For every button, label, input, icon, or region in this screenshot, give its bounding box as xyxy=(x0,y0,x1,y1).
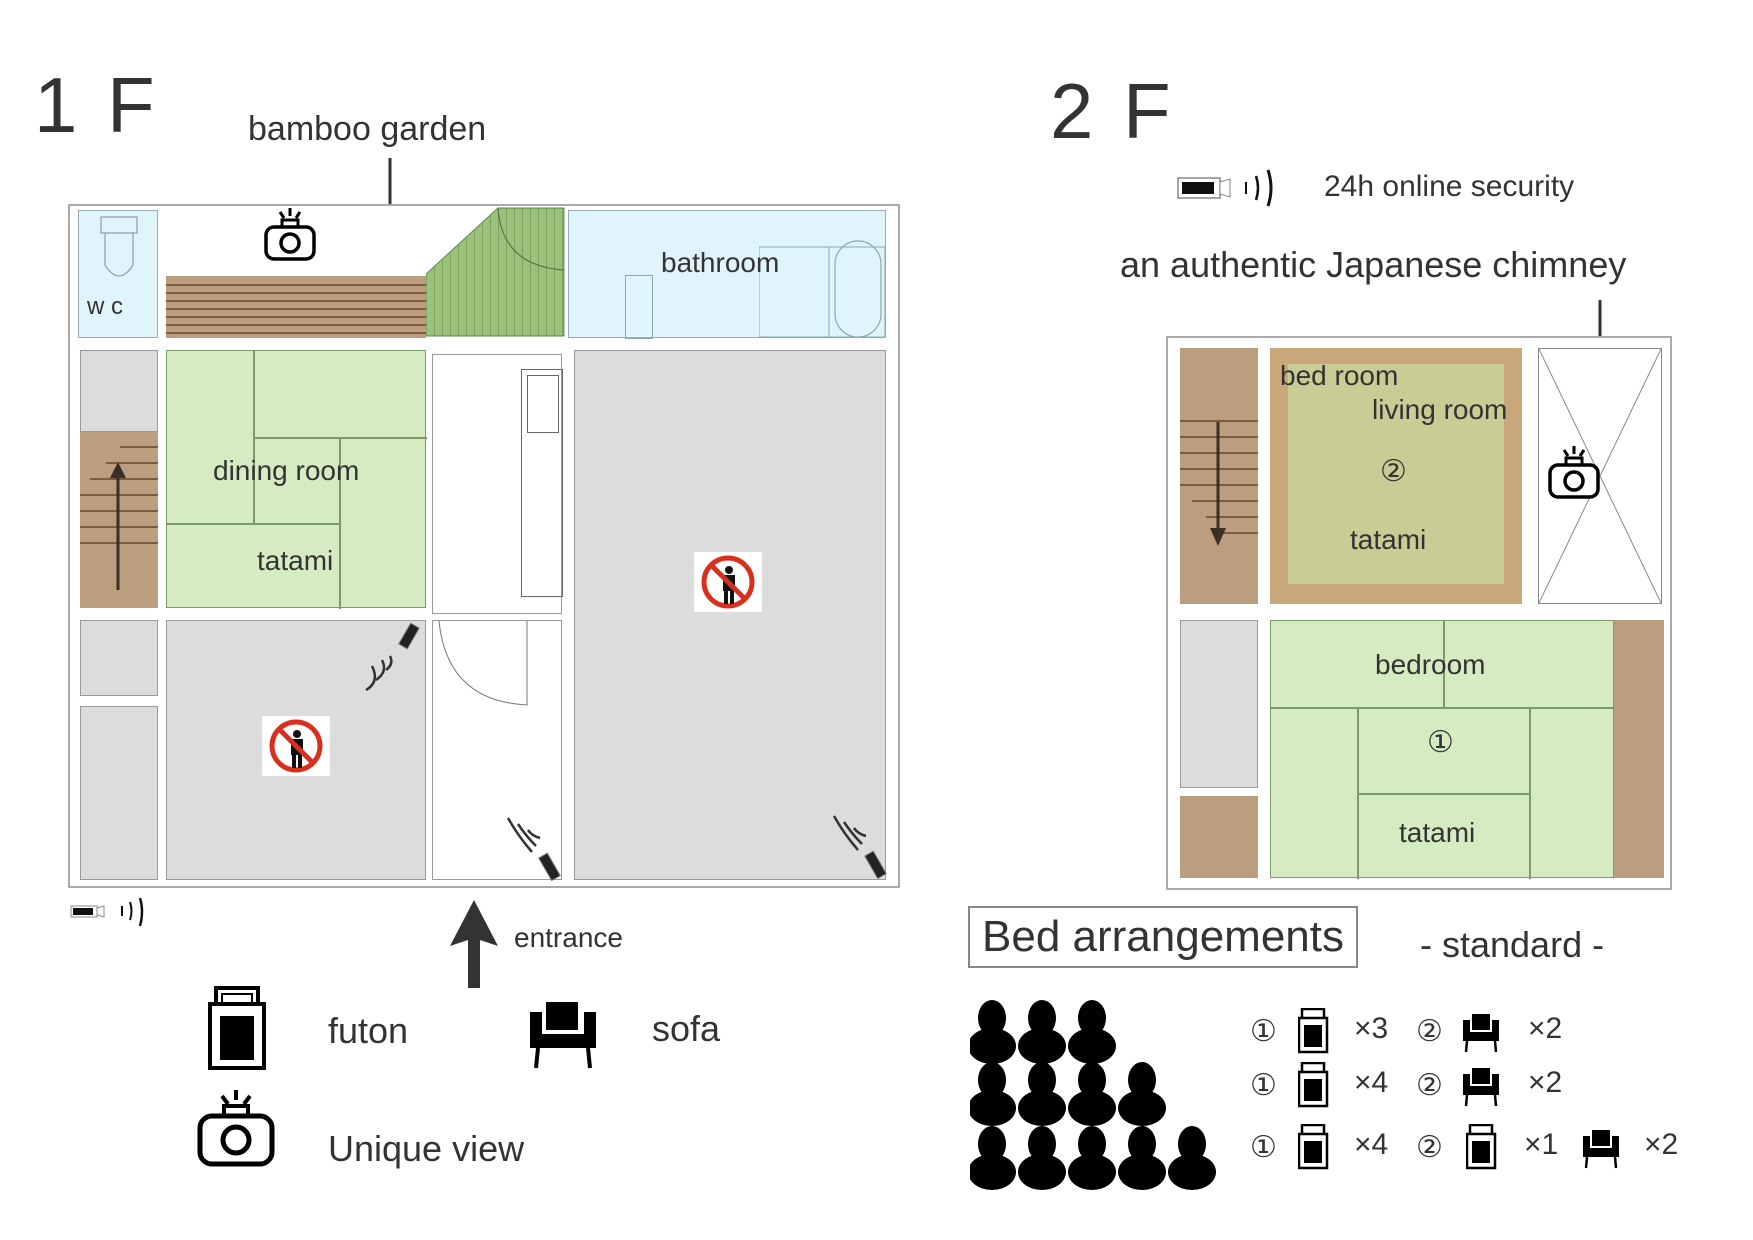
bed-arrangements-title: Bed arrangements xyxy=(968,906,1358,968)
unique-view-legend-label: Unique view xyxy=(328,1128,525,1169)
door-swing xyxy=(438,621,528,706)
camera-icon xyxy=(264,208,316,261)
futon-count: ×4 xyxy=(1354,1066,1389,1099)
living-room: bed room living room ② tatami xyxy=(1270,348,1522,604)
stairs-down-arrow-icon xyxy=(1210,422,1226,546)
storage-2 xyxy=(80,620,158,696)
sofa-legend-label: sofa xyxy=(652,1008,721,1049)
futon-icon xyxy=(1298,1062,1329,1108)
futon-legend-label: futon xyxy=(328,1010,409,1051)
closet-2f xyxy=(1180,620,1258,788)
floor1-title: 1 F xyxy=(34,61,159,149)
floor2-title: 2 F xyxy=(1050,67,1175,155)
sofa-icon xyxy=(1582,1130,1621,1170)
bedroom-label: bedroom xyxy=(1375,649,1486,680)
guest-icons xyxy=(970,1000,1216,1190)
bamboo-garden-label: bamboo garden xyxy=(248,110,487,148)
dining-room: dining room tatami xyxy=(166,350,427,609)
bathroom-label: bathroom xyxy=(661,247,780,278)
futon-icon xyxy=(1466,1124,1497,1170)
sofa-icon xyxy=(530,1002,596,1069)
wood-floor-2f xyxy=(1180,796,1258,878)
stairs-up-arrow-icon xyxy=(110,462,126,590)
room2-number: ② xyxy=(1380,455,1407,488)
wood-deck xyxy=(166,276,426,338)
bed-room-label: bed room xyxy=(1280,360,1399,391)
room2-number: ② xyxy=(1416,1131,1443,1164)
storage-3 xyxy=(80,706,158,880)
futon-icon xyxy=(1298,1124,1329,1170)
room2-number: ② xyxy=(1416,1015,1443,1048)
sofa-icon xyxy=(1462,1068,1501,1108)
engawa-2f xyxy=(1614,620,1664,878)
camera-icon xyxy=(1548,446,1600,499)
wc-label: w c xyxy=(87,293,123,320)
room1-number: ① xyxy=(1250,1015,1277,1048)
wc-room: w c xyxy=(78,210,158,338)
security-camera-icon xyxy=(832,815,888,880)
security-camera-legend-icon xyxy=(70,897,144,927)
sofa-icon xyxy=(1462,1014,1501,1054)
living-room-inner xyxy=(1288,364,1504,584)
dining-tatami-label: tatami xyxy=(257,545,334,576)
stairs-2f xyxy=(1180,348,1258,604)
bed-arrangements-subtitle: - standard - xyxy=(1420,924,1605,965)
room1-number: ① xyxy=(1250,1069,1277,1102)
sofa-count: ×2 xyxy=(1528,1012,1563,1045)
chimney-label: an authentic Japanese chimney xyxy=(1120,244,1627,285)
bamboo-area xyxy=(426,207,565,337)
futon-icon xyxy=(1298,1008,1329,1054)
no-entry-icon xyxy=(694,552,762,612)
bed-row-3-guests: ① ×3 ② ×2 xyxy=(1250,1008,1730,1058)
security-camera-icon xyxy=(506,817,562,882)
corridor xyxy=(432,354,563,614)
room1-tatami-label: tatami xyxy=(1399,817,1476,848)
sink-counter xyxy=(521,369,563,597)
dining-room-label: dining room xyxy=(213,455,360,486)
room1-number: ① xyxy=(1427,726,1454,759)
futon-count: ×1 xyxy=(1524,1128,1559,1161)
futon-count: ×4 xyxy=(1354,1128,1389,1161)
bedroom: bedroom ① tatami xyxy=(1270,620,1615,879)
entrance-arrow-icon xyxy=(450,900,498,988)
room1-number: ① xyxy=(1250,1131,1277,1164)
bed-row-4-guests: ① ×4 ② ×2 xyxy=(1250,1062,1730,1112)
security-camera-legend-icon xyxy=(1177,169,1273,207)
sofa-count: ×2 xyxy=(1528,1066,1563,1099)
camera-legend-icon xyxy=(197,1090,275,1167)
bathroom: bathroom xyxy=(568,210,886,339)
room2-tatami-label: tatami xyxy=(1350,524,1427,555)
entry-hall xyxy=(432,620,562,880)
security-label: 24h online security xyxy=(1324,170,1575,203)
entrance-label: entrance xyxy=(514,922,623,953)
bathtub-icon xyxy=(759,240,886,338)
no-entry-icon xyxy=(262,716,330,776)
room2-number: ② xyxy=(1416,1069,1443,1102)
sofa-count: ×2 xyxy=(1644,1128,1679,1161)
restricted-room-large xyxy=(574,350,886,880)
toilet-icon xyxy=(100,216,138,277)
living-room-label: living room xyxy=(1372,394,1508,425)
sink xyxy=(527,375,559,433)
security-camera-icon xyxy=(365,622,421,692)
stairs-1f xyxy=(80,432,158,608)
void-cross xyxy=(1539,349,1661,603)
futon-icon xyxy=(208,986,266,1070)
futon-count: ×3 xyxy=(1354,1012,1389,1045)
storage-1 xyxy=(80,350,158,432)
shower xyxy=(625,275,653,339)
bed-row-5-guests: ① ×4 ② ×1 ×2 xyxy=(1250,1124,1750,1174)
